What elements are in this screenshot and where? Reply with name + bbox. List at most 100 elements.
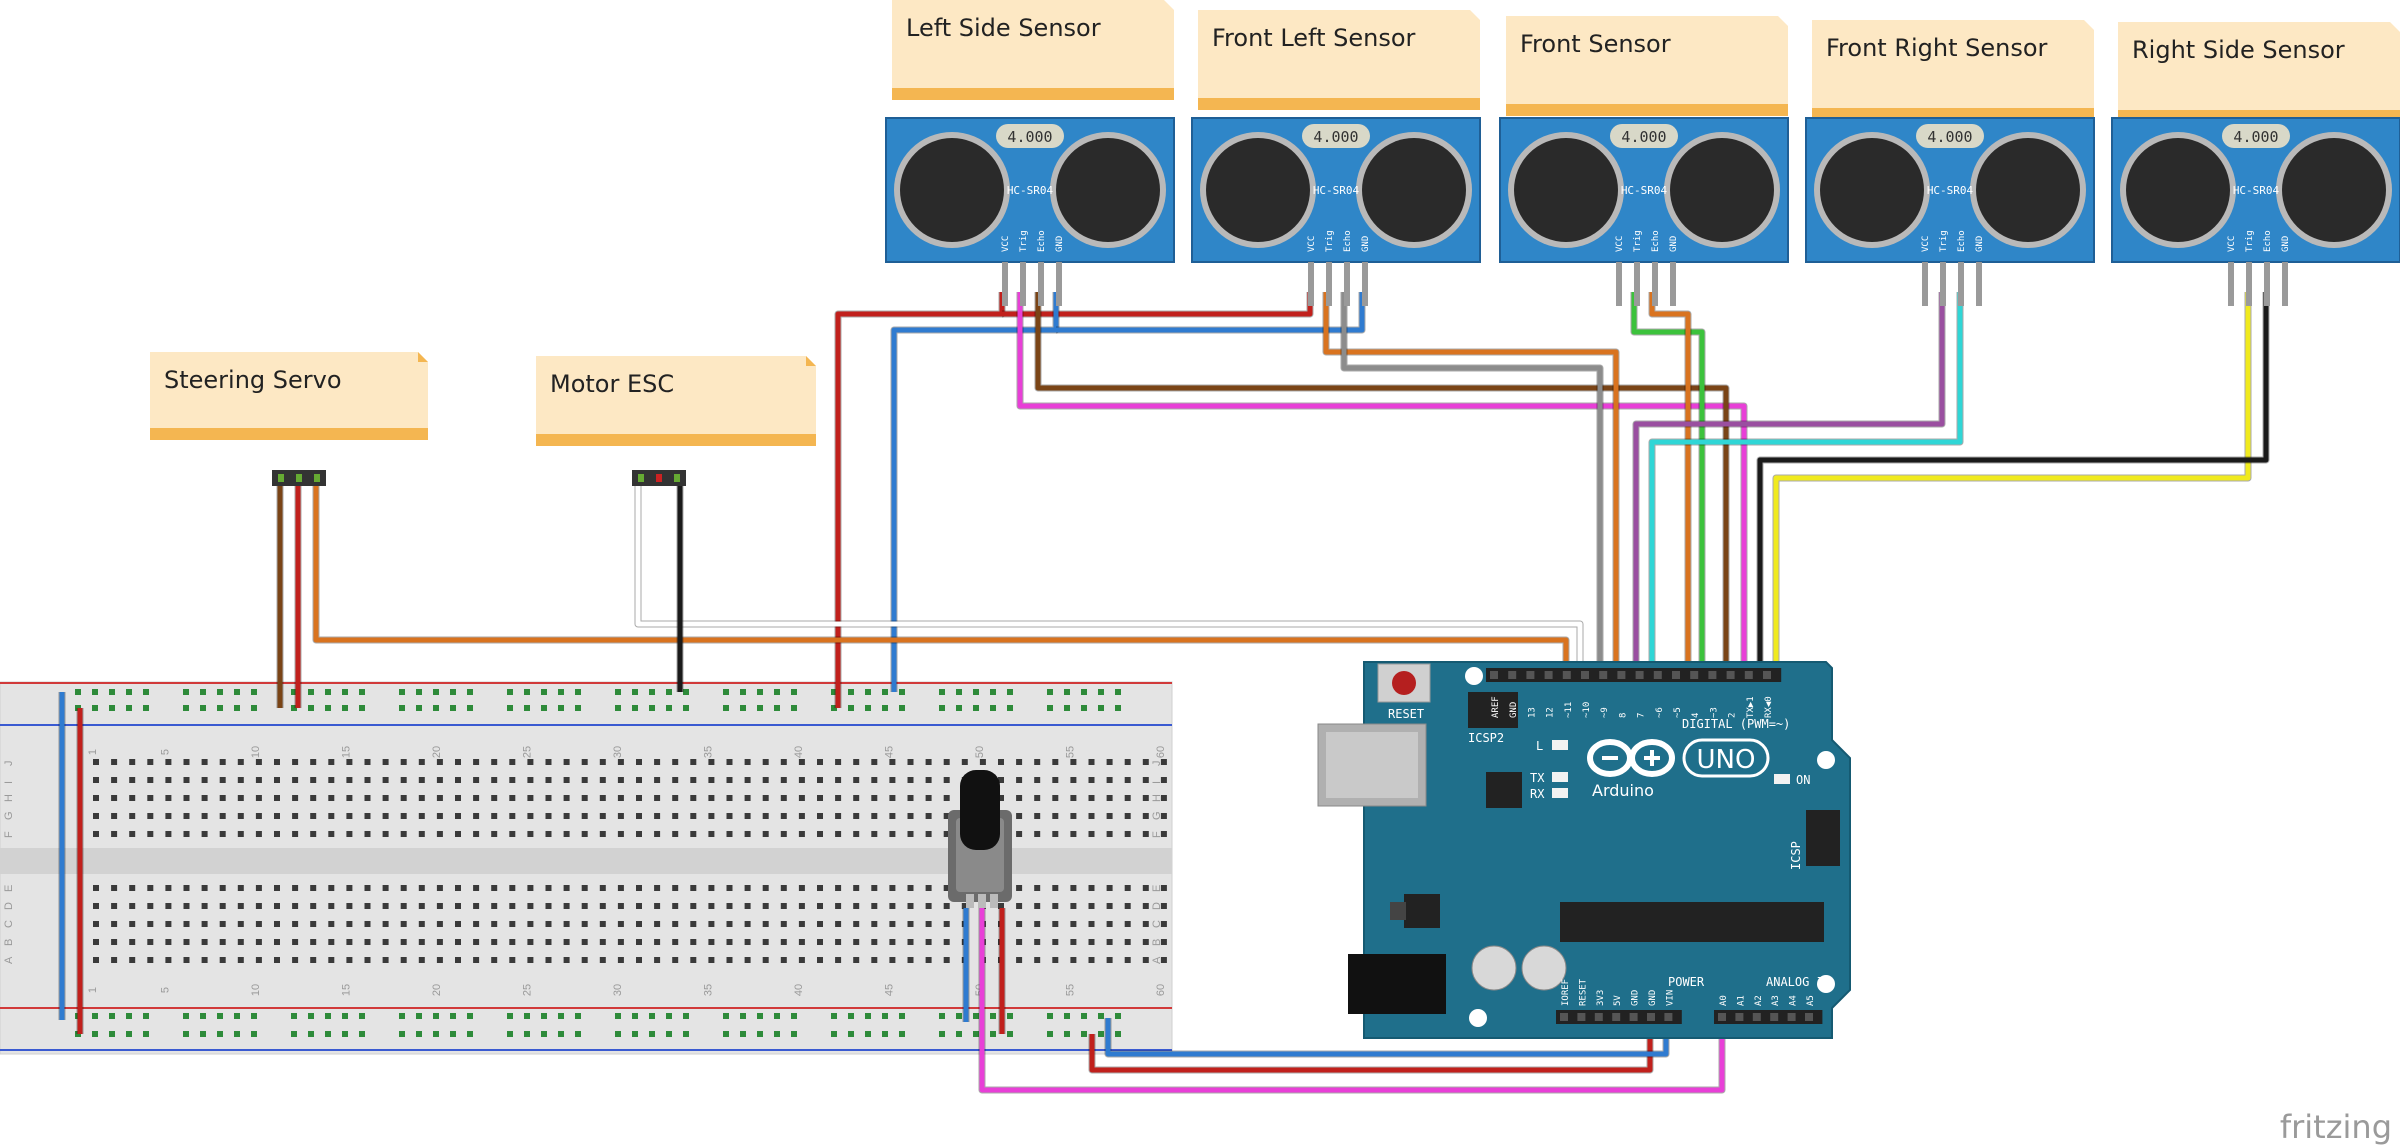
crystal-label: 4.000	[1313, 128, 1358, 146]
hole	[310, 777, 317, 783]
hole	[672, 831, 679, 837]
hole	[798, 777, 805, 783]
hole	[292, 939, 299, 945]
hole	[1142, 831, 1149, 837]
hole	[617, 795, 624, 801]
hole	[762, 921, 769, 927]
rail-hole	[1115, 689, 1121, 695]
hole	[1088, 939, 1095, 945]
rail-hole	[541, 1013, 547, 1019]
header-pin	[1544, 671, 1553, 679]
hole	[111, 777, 118, 783]
hole	[943, 957, 950, 963]
hole	[310, 939, 317, 945]
capacitor-2	[1521, 945, 1567, 991]
rail-hole	[632, 705, 638, 711]
rail-hole	[251, 705, 257, 711]
rail-hole	[308, 689, 314, 695]
header-pin	[1735, 1013, 1744, 1021]
hole	[889, 939, 896, 945]
sensor-label: Front Right Sensor	[1826, 34, 2048, 62]
row-letter: D	[3, 902, 15, 910]
hole	[382, 939, 389, 945]
hole	[726, 939, 733, 945]
header-pin-label: ~3	[1709, 707, 1719, 718]
hole	[943, 795, 950, 801]
rail-hole	[774, 1031, 780, 1037]
hole	[274, 921, 280, 927]
rail-hole	[1007, 1031, 1013, 1037]
hole	[563, 813, 570, 819]
hole	[581, 831, 588, 837]
hole	[617, 831, 624, 837]
hole	[599, 921, 606, 927]
steering-servo: Steering Servo	[150, 352, 428, 486]
rail-hole	[126, 705, 132, 711]
row-letter: B	[3, 939, 15, 946]
header-pin-label: VIN	[1665, 990, 1675, 1006]
sensor-pin	[1976, 262, 1982, 306]
hole	[654, 957, 661, 963]
rail-hole	[956, 1013, 962, 1019]
sensor-pin-label: Trig	[1325, 230, 1335, 252]
hole	[255, 921, 262, 927]
rail-hole	[649, 1013, 655, 1019]
hole	[817, 957, 823, 963]
hole	[527, 885, 534, 891]
rail-hole	[882, 705, 888, 711]
hole	[1160, 777, 1167, 783]
hole	[943, 831, 950, 837]
header-pin-label: 8	[1618, 713, 1628, 718]
hole	[726, 777, 733, 783]
rail-hole	[615, 1031, 621, 1037]
hole	[237, 921, 244, 927]
hole	[599, 903, 606, 909]
hole	[93, 759, 99, 765]
hole	[346, 777, 353, 783]
hole	[1016, 903, 1023, 909]
rail-hole	[990, 1013, 996, 1019]
hole	[1034, 939, 1041, 945]
hole	[1160, 813, 1167, 819]
rail-hole	[899, 705, 905, 711]
rail-hole	[359, 689, 365, 695]
hole	[111, 885, 118, 891]
hole	[491, 903, 498, 909]
hole	[744, 885, 751, 891]
rail-hole	[1047, 1013, 1053, 1019]
arduino-brand: Arduino	[1592, 781, 1654, 800]
rail-hole	[75, 689, 81, 695]
hole	[1052, 957, 1059, 963]
hole	[690, 777, 697, 783]
hole	[473, 813, 480, 819]
sensor-note	[1506, 16, 1788, 116]
potentiometer-knob	[960, 770, 1000, 850]
hole	[871, 885, 878, 891]
hole	[798, 939, 805, 945]
vcc-bus-wire	[835, 292, 1005, 708]
hole	[889, 795, 896, 801]
header-pin	[1577, 1013, 1586, 1021]
arduino-logo-icon	[1587, 739, 1675, 777]
hole	[491, 795, 498, 801]
hole	[581, 795, 588, 801]
rail-hole	[143, 689, 149, 695]
hole	[925, 795, 932, 801]
hole	[201, 939, 208, 945]
rail-hole	[467, 1031, 473, 1037]
hole	[1052, 831, 1059, 837]
rail-hole	[649, 705, 655, 711]
servo-signal-wire	[313, 486, 1569, 674]
sensor-pin	[1922, 262, 1928, 306]
hole	[545, 813, 552, 819]
hole	[219, 939, 226, 945]
hole	[364, 903, 371, 909]
hole	[943, 885, 950, 891]
rail-hole	[740, 689, 746, 695]
header-pin-label: A2	[1754, 995, 1764, 1006]
led-on	[1774, 774, 1790, 784]
rail-hole	[723, 1013, 729, 1019]
